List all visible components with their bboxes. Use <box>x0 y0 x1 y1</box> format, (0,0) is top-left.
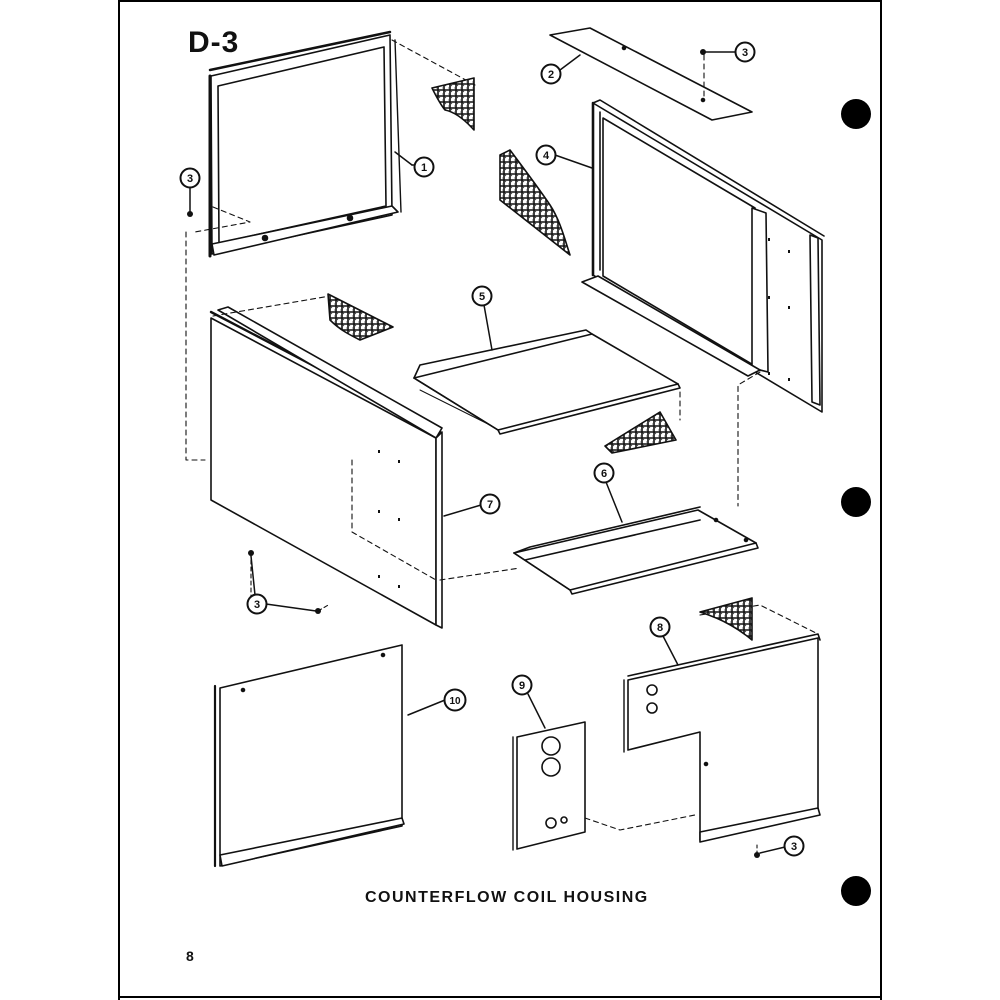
part-9-access-plate <box>512 721 586 851</box>
callout-part-3-bottom-right: 3 <box>759 835 805 857</box>
sheet-left-edge <box>118 0 120 1000</box>
callout-part-2: 2 <box>540 54 581 85</box>
callout-part-6: 6 <box>593 462 623 523</box>
sheet-top-edge <box>118 0 880 2</box>
sheet-right-edge <box>880 0 882 1000</box>
callout-label: 5 <box>479 291 485 303</box>
callout-label: 3 <box>254 599 260 611</box>
part-4-side-panel <box>581 99 825 413</box>
callout-label: 7 <box>487 499 493 511</box>
callout-part-3-top-right: 3 <box>705 41 756 63</box>
callout-label: 3 <box>791 841 797 853</box>
callout-part-4: 4 <box>535 144 593 169</box>
part-5-tray <box>413 329 681 435</box>
part-10-lower-panel <box>213 644 405 868</box>
callout-part-10: 10 <box>407 688 467 716</box>
callout-part-5: 5 <box>471 285 493 351</box>
binder-hole-middle <box>841 487 871 517</box>
callout-label: 10 <box>449 696 461 707</box>
binder-hole-top <box>841 99 871 129</box>
corner-gusset-center <box>327 293 394 341</box>
callout-label: 4 <box>543 150 550 162</box>
part-1-back-panel <box>208 30 402 258</box>
screw-icon <box>187 211 193 217</box>
callout-part-1: 1 <box>394 151 435 178</box>
corner-gusset-right <box>499 149 571 256</box>
leader-lines-part-7 <box>212 295 521 581</box>
corner-gusset-lower-center <box>604 411 677 454</box>
callout-part-9: 9 <box>511 674 546 729</box>
part-2-top-strip <box>549 27 753 121</box>
leader-lines-part-5 <box>679 371 761 507</box>
corner-gusset-top-left <box>431 77 475 131</box>
sheet-bottom-edge <box>118 996 882 998</box>
callout-part-3-bottom-left: 3 <box>246 555 317 615</box>
page-label: D-3 <box>188 26 240 59</box>
callout-label: 3 <box>187 173 193 185</box>
callout-label: 9 <box>519 680 525 692</box>
part-6-channel-rail <box>513 506 759 595</box>
callout-label: 1 <box>421 162 427 174</box>
callout-part-8: 8 <box>649 616 679 666</box>
callout-part-7: 7 <box>443 493 501 517</box>
binder-hole-bottom <box>841 876 871 906</box>
diagram-caption: COUNTERFLOW COIL HOUSING <box>365 889 649 906</box>
corner-gusset-bottom-right <box>699 597 753 641</box>
part-8-l-panel <box>623 633 821 843</box>
callout-part-3-left: 3 <box>179 167 201 213</box>
leader-lines-part-9 <box>584 814 696 831</box>
callout-label: 2 <box>548 69 554 81</box>
callout-label: 3 <box>742 47 748 59</box>
screw-icon <box>700 49 706 55</box>
page-number: 8 <box>186 948 194 964</box>
part-7-front-panel <box>209 306 443 629</box>
callout-label: 8 <box>657 622 663 634</box>
callout-label: 6 <box>601 468 607 480</box>
leader-lines-part-1 <box>185 39 476 461</box>
